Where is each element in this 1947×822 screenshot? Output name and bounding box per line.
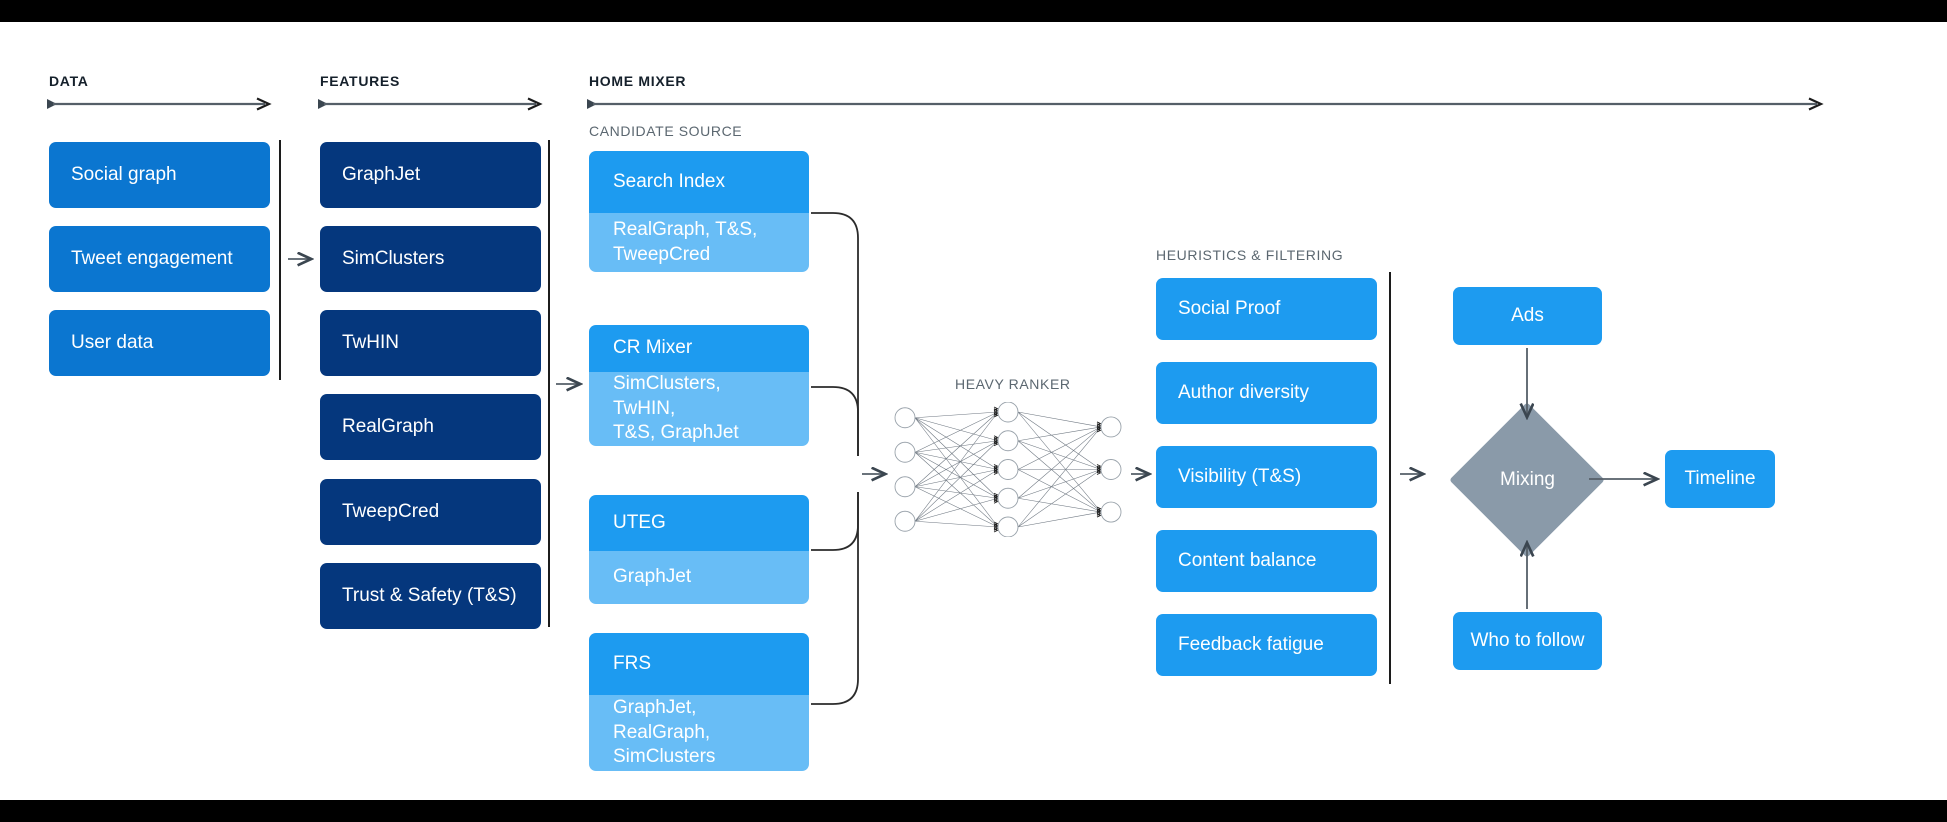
- candidate-source-bus: [811, 212, 859, 705]
- feature-box-simclusters[interactable]: SimClusters: [320, 226, 541, 292]
- section-title-data: DATA: [49, 73, 89, 89]
- heuristic-box-author-diversity[interactable]: Author diversity: [1156, 362, 1377, 424]
- section-title-home-mixer: HOME MIXER: [589, 73, 687, 89]
- subtitle-candidate-source: CANDIDATE SOURCE: [589, 123, 743, 139]
- heuristic-box-social-proof[interactable]: Social Proof: [1156, 278, 1377, 340]
- feature-box-tweepcred[interactable]: TweepCred: [320, 479, 541, 545]
- heuristic-box-content-balance[interactable]: Content balance: [1156, 530, 1377, 592]
- output-box-timeline[interactable]: Timeline: [1665, 450, 1775, 508]
- candidate-source-features: RealGraph, T&S, TweepCred: [589, 213, 809, 272]
- divider-heuristics-output: [1389, 272, 1391, 684]
- data-box-user-data[interactable]: User data: [49, 310, 270, 376]
- candidate-source-name: Search Index: [589, 151, 809, 213]
- output-box-ads[interactable]: Ads: [1453, 287, 1602, 345]
- mixing-label: Mixing: [1500, 469, 1555, 490]
- divider-data-features: [279, 140, 281, 380]
- data-box-tweet-engagement[interactable]: Tweet engagement: [49, 226, 270, 292]
- diagram-stage: DATA FEATURES HOME MIXER CANDIDA: [0, 22, 1947, 800]
- feature-box-realgraph[interactable]: RealGraph: [320, 394, 541, 460]
- candidate-source-card-frs[interactable]: FRS GraphJet, RealGraph, SimClusters: [589, 633, 809, 771]
- candidate-source-features: GraphJet: [589, 551, 809, 604]
- heavy-ranker-network: [893, 401, 1123, 542]
- output-box-who-to-follow[interactable]: Who to follow: [1453, 612, 1602, 670]
- axis-arrow-data: [47, 97, 273, 111]
- subtitle-heuristics-filtering: HEURISTICS & FILTERING: [1156, 247, 1344, 263]
- data-box-social-graph[interactable]: Social graph: [49, 142, 270, 208]
- feature-box-trust-safety[interactable]: Trust & Safety (T&S): [320, 563, 541, 629]
- section-title-features: FEATURES: [320, 73, 401, 89]
- candidate-source-card-uteg[interactable]: UTEG GraphJet: [589, 495, 809, 604]
- axis-arrow-features: [318, 97, 544, 111]
- divider-features-home-mixer: [548, 140, 550, 627]
- candidate-source-features: SimClusters, TwHIN, T&S, GraphJet: [589, 371, 809, 446]
- heuristic-box-visibility[interactable]: Visibility (T&S): [1156, 446, 1377, 508]
- candidate-source-card-cr-mixer[interactable]: CR Mixer SimClusters, TwHIN, T&S, GraphJ…: [589, 325, 809, 446]
- feature-box-graphjet[interactable]: GraphJet: [320, 142, 541, 208]
- axis-arrow-home-mixer: [587, 97, 1825, 111]
- candidate-source-name: CR Mixer: [589, 325, 809, 372]
- candidate-source-name: FRS: [589, 633, 809, 695]
- candidate-source-name: UTEG: [589, 495, 809, 551]
- candidate-source-card-search-index[interactable]: Search Index RealGraph, T&S, TweepCred: [589, 151, 809, 272]
- heuristic-box-feedback-fatigue[interactable]: Feedback fatigue: [1156, 614, 1377, 676]
- candidate-source-features: GraphJet, RealGraph, SimClusters: [589, 695, 809, 771]
- subtitle-heavy-ranker: HEAVY RANKER: [955, 376, 1071, 392]
- feature-box-twhin[interactable]: TwHIN: [320, 310, 541, 376]
